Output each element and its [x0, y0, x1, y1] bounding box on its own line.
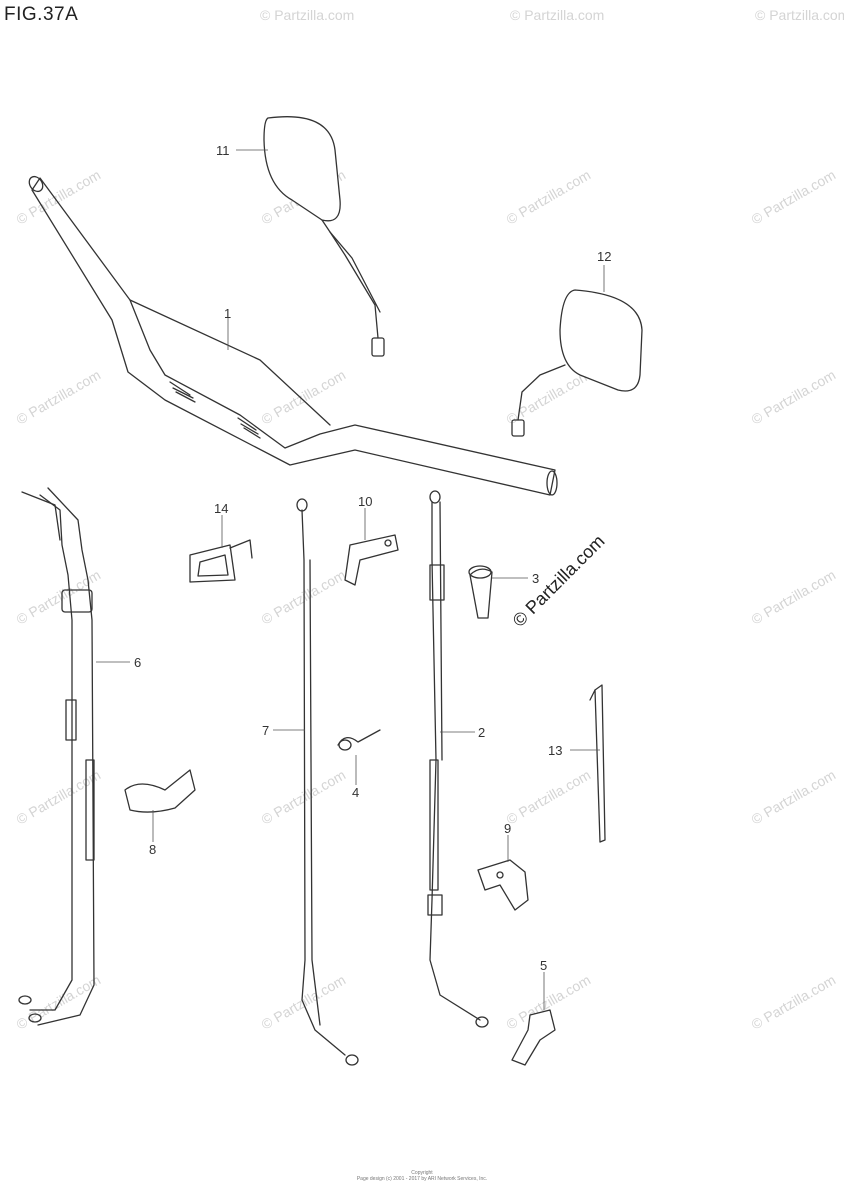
callout-2: 2	[478, 725, 485, 740]
watermark-text: © Partzilla.com	[749, 567, 839, 628]
watermark-text: © Partzilla.com	[504, 767, 594, 828]
callout-10: 10	[358, 494, 372, 509]
cable-2	[427, 490, 489, 1028]
handlebar	[28, 175, 558, 496]
boot-3	[468, 565, 493, 619]
clamp-8	[124, 769, 196, 813]
callout-13: 13	[548, 743, 562, 758]
copyright-line: Page design (c) 2001 - 2017 by ARI Netwo…	[356, 1176, 488, 1182]
callout-1: 1	[224, 306, 231, 321]
watermark-text: © Partzilla.com	[749, 167, 839, 228]
holder-9	[477, 859, 529, 911]
watermark-text: © Partzilla.com	[504, 167, 594, 228]
callout-12: 12	[597, 249, 611, 264]
watermark-text: © Partzilla.com	[14, 767, 104, 828]
callout-labels: 11 12 1 14 10 3 6 7 4 2 13 8 9 5	[134, 143, 611, 973]
watermark-text: © Partzilla.com	[755, 7, 844, 23]
watermark-text: © Partzilla.com	[14, 367, 104, 428]
callout-5: 5	[540, 958, 547, 973]
leader-lines	[96, 149, 605, 1010]
cable-7	[296, 498, 359, 1066]
mirror-right	[511, 289, 643, 437]
watermark-text: © Partzilla.com	[260, 7, 354, 23]
watermark-text: © Partzilla.com	[14, 167, 104, 228]
bracket-14	[189, 539, 253, 583]
watermark-text: © Partzilla.com	[749, 767, 839, 828]
watermark-text: © Partzilla.com	[259, 367, 349, 428]
watermark-text: © Partzilla.com	[510, 7, 604, 23]
callout-6: 6	[134, 655, 141, 670]
bracket-5	[511, 1009, 556, 1066]
clamp-10	[344, 534, 399, 586]
watermark-text: © Partzilla.com	[504, 367, 594, 428]
throttle-cables	[18, 487, 95, 1026]
callout-3: 3	[532, 571, 539, 586]
watermark-text: © Partzilla.com	[749, 972, 839, 1033]
watermark-text: © Partzilla.com	[14, 972, 104, 1033]
clip-4	[337, 729, 381, 751]
strap-13	[589, 684, 606, 843]
copyright-line: Copyright	[411, 1170, 433, 1176]
watermark-feature: © Partzilla.com	[509, 531, 609, 631]
watermark-layer: © Partzilla.com © Partzilla.com © Partzi…	[14, 7, 844, 1033]
copyright-footer: Copyright Page design (c) 2001 - 2017 by…	[0, 1170, 844, 1182]
callout-11: 11	[216, 143, 230, 158]
watermark-text: © Partzilla.com	[259, 567, 349, 628]
callout-7: 7	[262, 723, 269, 738]
watermark-text: © Partzilla.com	[749, 367, 839, 428]
watermark-text: © Partzilla.com	[259, 767, 349, 828]
callout-8: 8	[149, 842, 156, 857]
callout-14: 14	[214, 501, 228, 516]
mirror-left	[263, 116, 385, 357]
callout-9: 9	[504, 821, 511, 836]
callout-4: 4	[352, 785, 359, 800]
figure-title: FIG.37A	[4, 4, 79, 25]
